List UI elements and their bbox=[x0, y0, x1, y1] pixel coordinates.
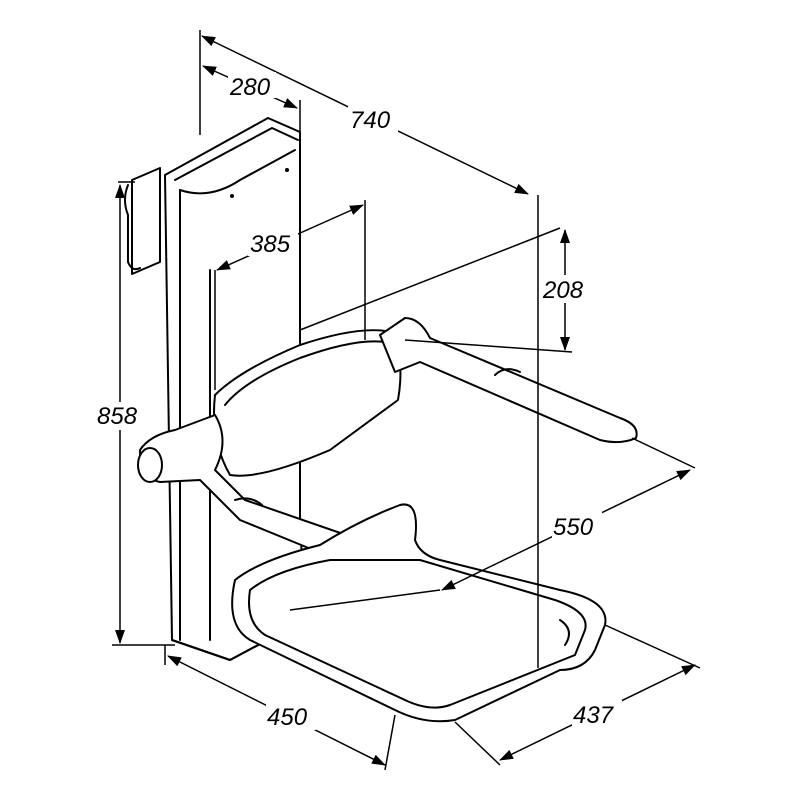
wall-bracket bbox=[124, 167, 161, 275]
extension-lines bbox=[112, 30, 701, 771]
dim-label-550: 550 bbox=[553, 514, 594, 541]
dim-label-280: 280 bbox=[229, 74, 271, 101]
dim-label-740: 740 bbox=[350, 107, 391, 134]
dim-label-858: 858 bbox=[97, 403, 138, 430]
dim-label-437: 437 bbox=[573, 702, 615, 729]
dim-label-450: 450 bbox=[267, 704, 308, 731]
dim-label-208: 208 bbox=[542, 277, 584, 304]
armrest-right bbox=[379, 317, 638, 444]
dim-label-385: 385 bbox=[250, 231, 291, 258]
